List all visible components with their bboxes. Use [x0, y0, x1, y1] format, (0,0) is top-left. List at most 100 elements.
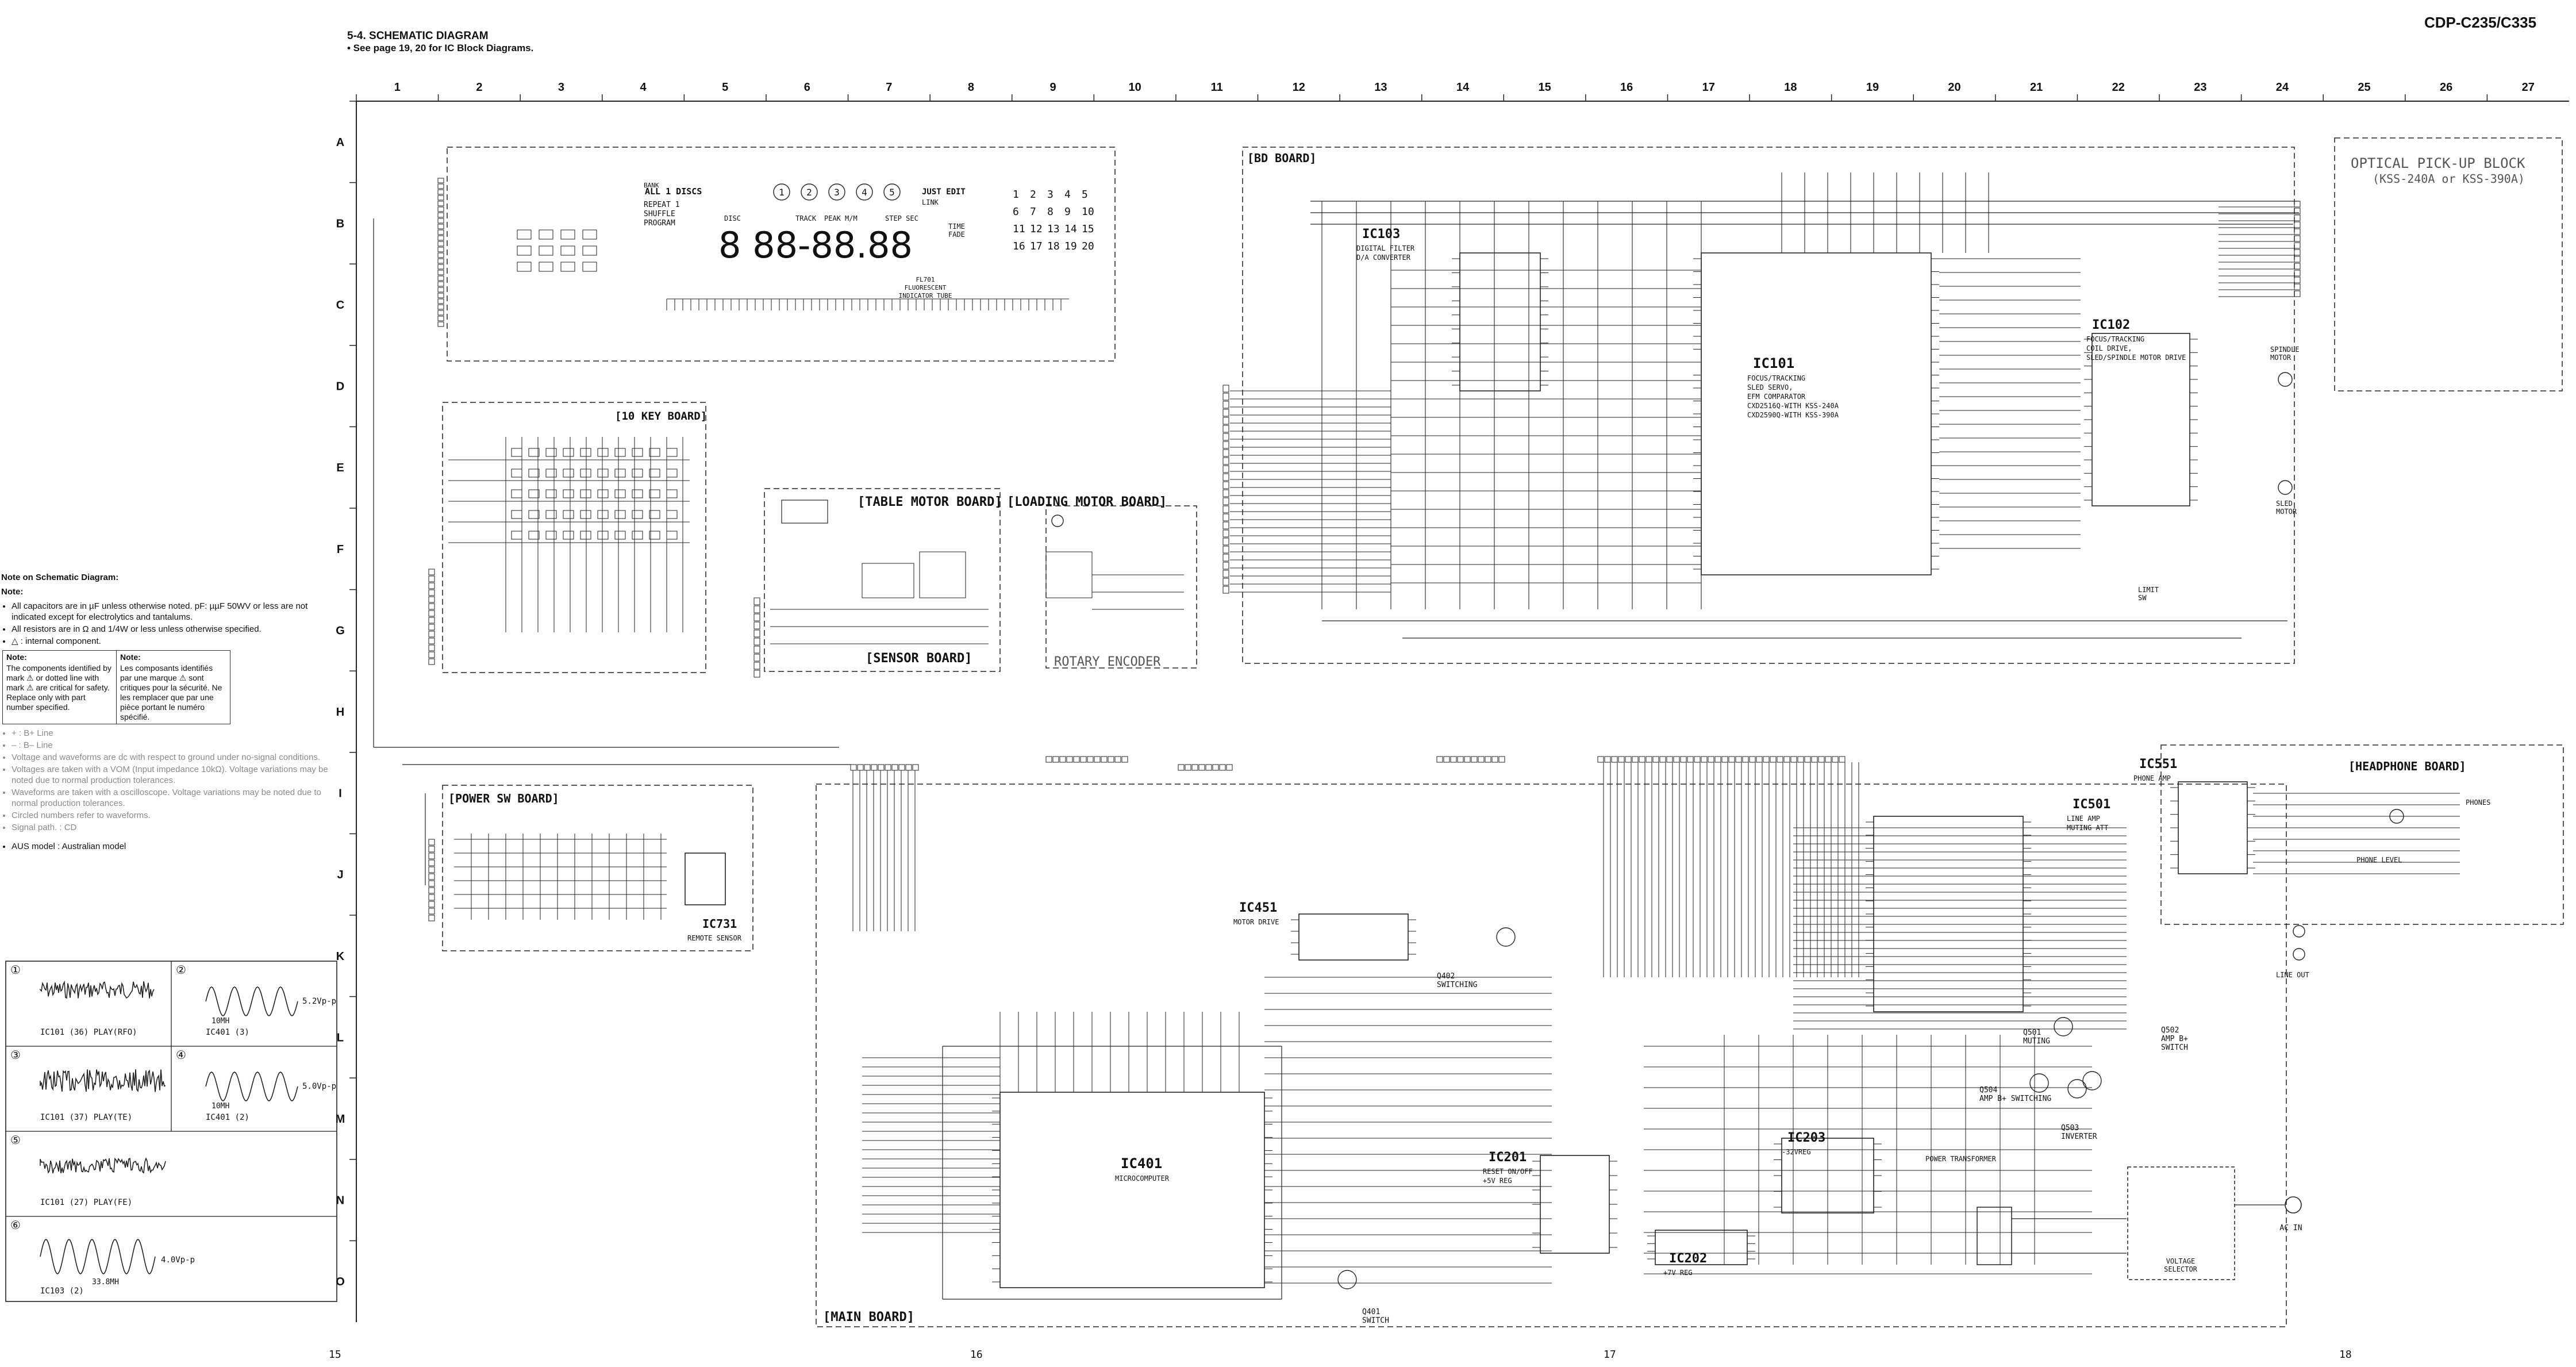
key-switch	[528, 510, 540, 519]
ic401-label: IC401	[1121, 1155, 1162, 1172]
grid-row-label: K	[336, 950, 345, 963]
key-switch	[563, 448, 574, 457]
main-connector-pin	[1185, 764, 1191, 771]
main-connector-pin	[898, 764, 905, 771]
key-switch	[545, 510, 557, 519]
sensor-connector-pin	[753, 654, 760, 662]
sensor-component	[919, 551, 966, 598]
main-connector-pin	[1045, 756, 1052, 763]
main-connector-pin	[1101, 756, 1108, 763]
key-switch	[666, 469, 678, 478]
main-connector-pin	[1080, 756, 1087, 763]
grid-column-label: 9	[1049, 81, 1056, 94]
fl-label-all-discs: ALL 1 DISCS	[645, 186, 702, 197]
fl-label-peak: PEAK	[824, 214, 841, 222]
phones-jack-icon	[2389, 809, 2404, 824]
tenkey-connector-pin	[428, 596, 435, 603]
main-connector-pin	[1108, 756, 1114, 763]
ic451-chip	[1298, 913, 1409, 961]
main-connector-pin	[857, 764, 864, 771]
main-connector-pin	[1178, 764, 1185, 771]
main-connector-pin	[1457, 756, 1464, 763]
bd-connector-pin	[1222, 537, 1229, 546]
note-item: △ : internal component.	[11, 636, 335, 647]
sensor-connector-pin	[753, 646, 760, 654]
tenkey-connector-pin	[428, 624, 435, 631]
grid-column-label: 12	[1293, 81, 1305, 94]
main-connector-pin	[885, 764, 891, 771]
powersw-connector-pin	[428, 887, 435, 894]
bd-connector-pin	[1222, 546, 1229, 554]
tenkey-connector-pin	[428, 638, 435, 644]
sensor-connector-pin	[753, 638, 760, 646]
tenkey-connector-pin	[428, 651, 435, 658]
loading-motor-board	[1045, 505, 1197, 669]
fl-digits: 8 88-88.88	[718, 224, 913, 266]
powersw-connector-pin	[428, 873, 435, 880]
main-connector-pin	[1839, 756, 1846, 763]
fl-connector-pin	[437, 287, 444, 293]
bd-connector-pin	[1222, 505, 1229, 513]
caution-english: Note:The components identified by mark ⚠…	[2, 650, 117, 724]
transistor-icon	[2029, 1073, 2049, 1093]
notes-gray-list: + : B+ Line – : B– Line Voltage and wave…	[1, 728, 335, 833]
fl-connector-pin	[437, 252, 444, 258]
main-connector-pin	[1728, 756, 1735, 763]
powersw-connector-pin	[428, 853, 435, 859]
main-connector-pin	[1625, 756, 1632, 763]
ic102-desc: SLED/SPINDLE MOTOR DRIVE	[2086, 354, 2186, 362]
key-switch	[545, 469, 557, 478]
bd-connector-pin	[1222, 441, 1229, 449]
bd-connector-pin	[1222, 562, 1229, 570]
page-number: 18	[2339, 1349, 2352, 1361]
main-connector-pin	[1790, 756, 1797, 763]
transistor-icon	[1496, 927, 1516, 947]
grid-row-label: N	[336, 1195, 344, 1207]
q402-label: SWITCHING	[1437, 981, 1478, 989]
bd-board	[1242, 147, 2295, 664]
ac-in-plug-icon	[2285, 1196, 2302, 1214]
powersw-connector-pin	[428, 894, 435, 901]
ic101-chip	[1701, 252, 1932, 575]
main-connector-pin	[1485, 756, 1491, 763]
page-number: 15	[329, 1349, 341, 1361]
ic551-chip	[2178, 781, 2248, 874]
pickup-connector-pin	[2294, 263, 2301, 270]
ic101-label: IC101	[1753, 355, 1794, 371]
grid-column-label: 1	[394, 81, 401, 94]
ic203-desc: -32VREG	[1782, 1148, 1811, 1156]
key-switch	[580, 510, 591, 519]
pickup-connector-pin	[2294, 256, 2301, 263]
grid-column-label: 22	[2112, 81, 2125, 94]
note-item: Circled numbers refer to waveforms.	[11, 810, 335, 821]
safety-caution-table: Note:The components identified by mark ⚠…	[2, 650, 230, 724]
note-item: Waveforms are taken with a oscilloscope.…	[11, 787, 335, 809]
fl-connector-pin	[437, 212, 444, 218]
main-connector-pin	[1811, 756, 1818, 763]
disc-circle-icon	[801, 183, 818, 201]
grid-row-label: C	[336, 299, 344, 312]
sensor-connector-pin	[753, 597, 760, 605]
q503-label: Q503	[2061, 1124, 2079, 1132]
main-connector-pin	[1059, 756, 1066, 763]
grid-column-label: 21	[2030, 81, 2043, 94]
main-connector-pin	[1066, 756, 1073, 763]
bd-connector-pin	[1222, 497, 1229, 505]
main-connector-pin	[1087, 756, 1094, 763]
main-connector-pin	[891, 764, 898, 771]
fl-label-shuffle: SHUFFLE	[644, 210, 675, 218]
main-connector-pin	[1094, 756, 1101, 763]
ic202-label: IC202	[1669, 1251, 1707, 1266]
pickup-connector-pin	[2294, 221, 2301, 228]
section-title: 5-4. SCHEMATIC DIAGRAM	[347, 30, 489, 42]
key-switch	[649, 448, 660, 457]
fl-number: 1	[1013, 189, 1019, 201]
key-switch	[582, 245, 597, 256]
main-connector-pin	[1604, 756, 1611, 763]
grid-column-label: 11	[1211, 81, 1223, 94]
bd-connector-pin	[1222, 385, 1229, 393]
bd-connector-pin	[1222, 513, 1229, 521]
optical-pickup-block	[2334, 137, 2563, 391]
main-connector-pin	[1121, 756, 1128, 763]
fl-connector-pin	[437, 293, 444, 298]
